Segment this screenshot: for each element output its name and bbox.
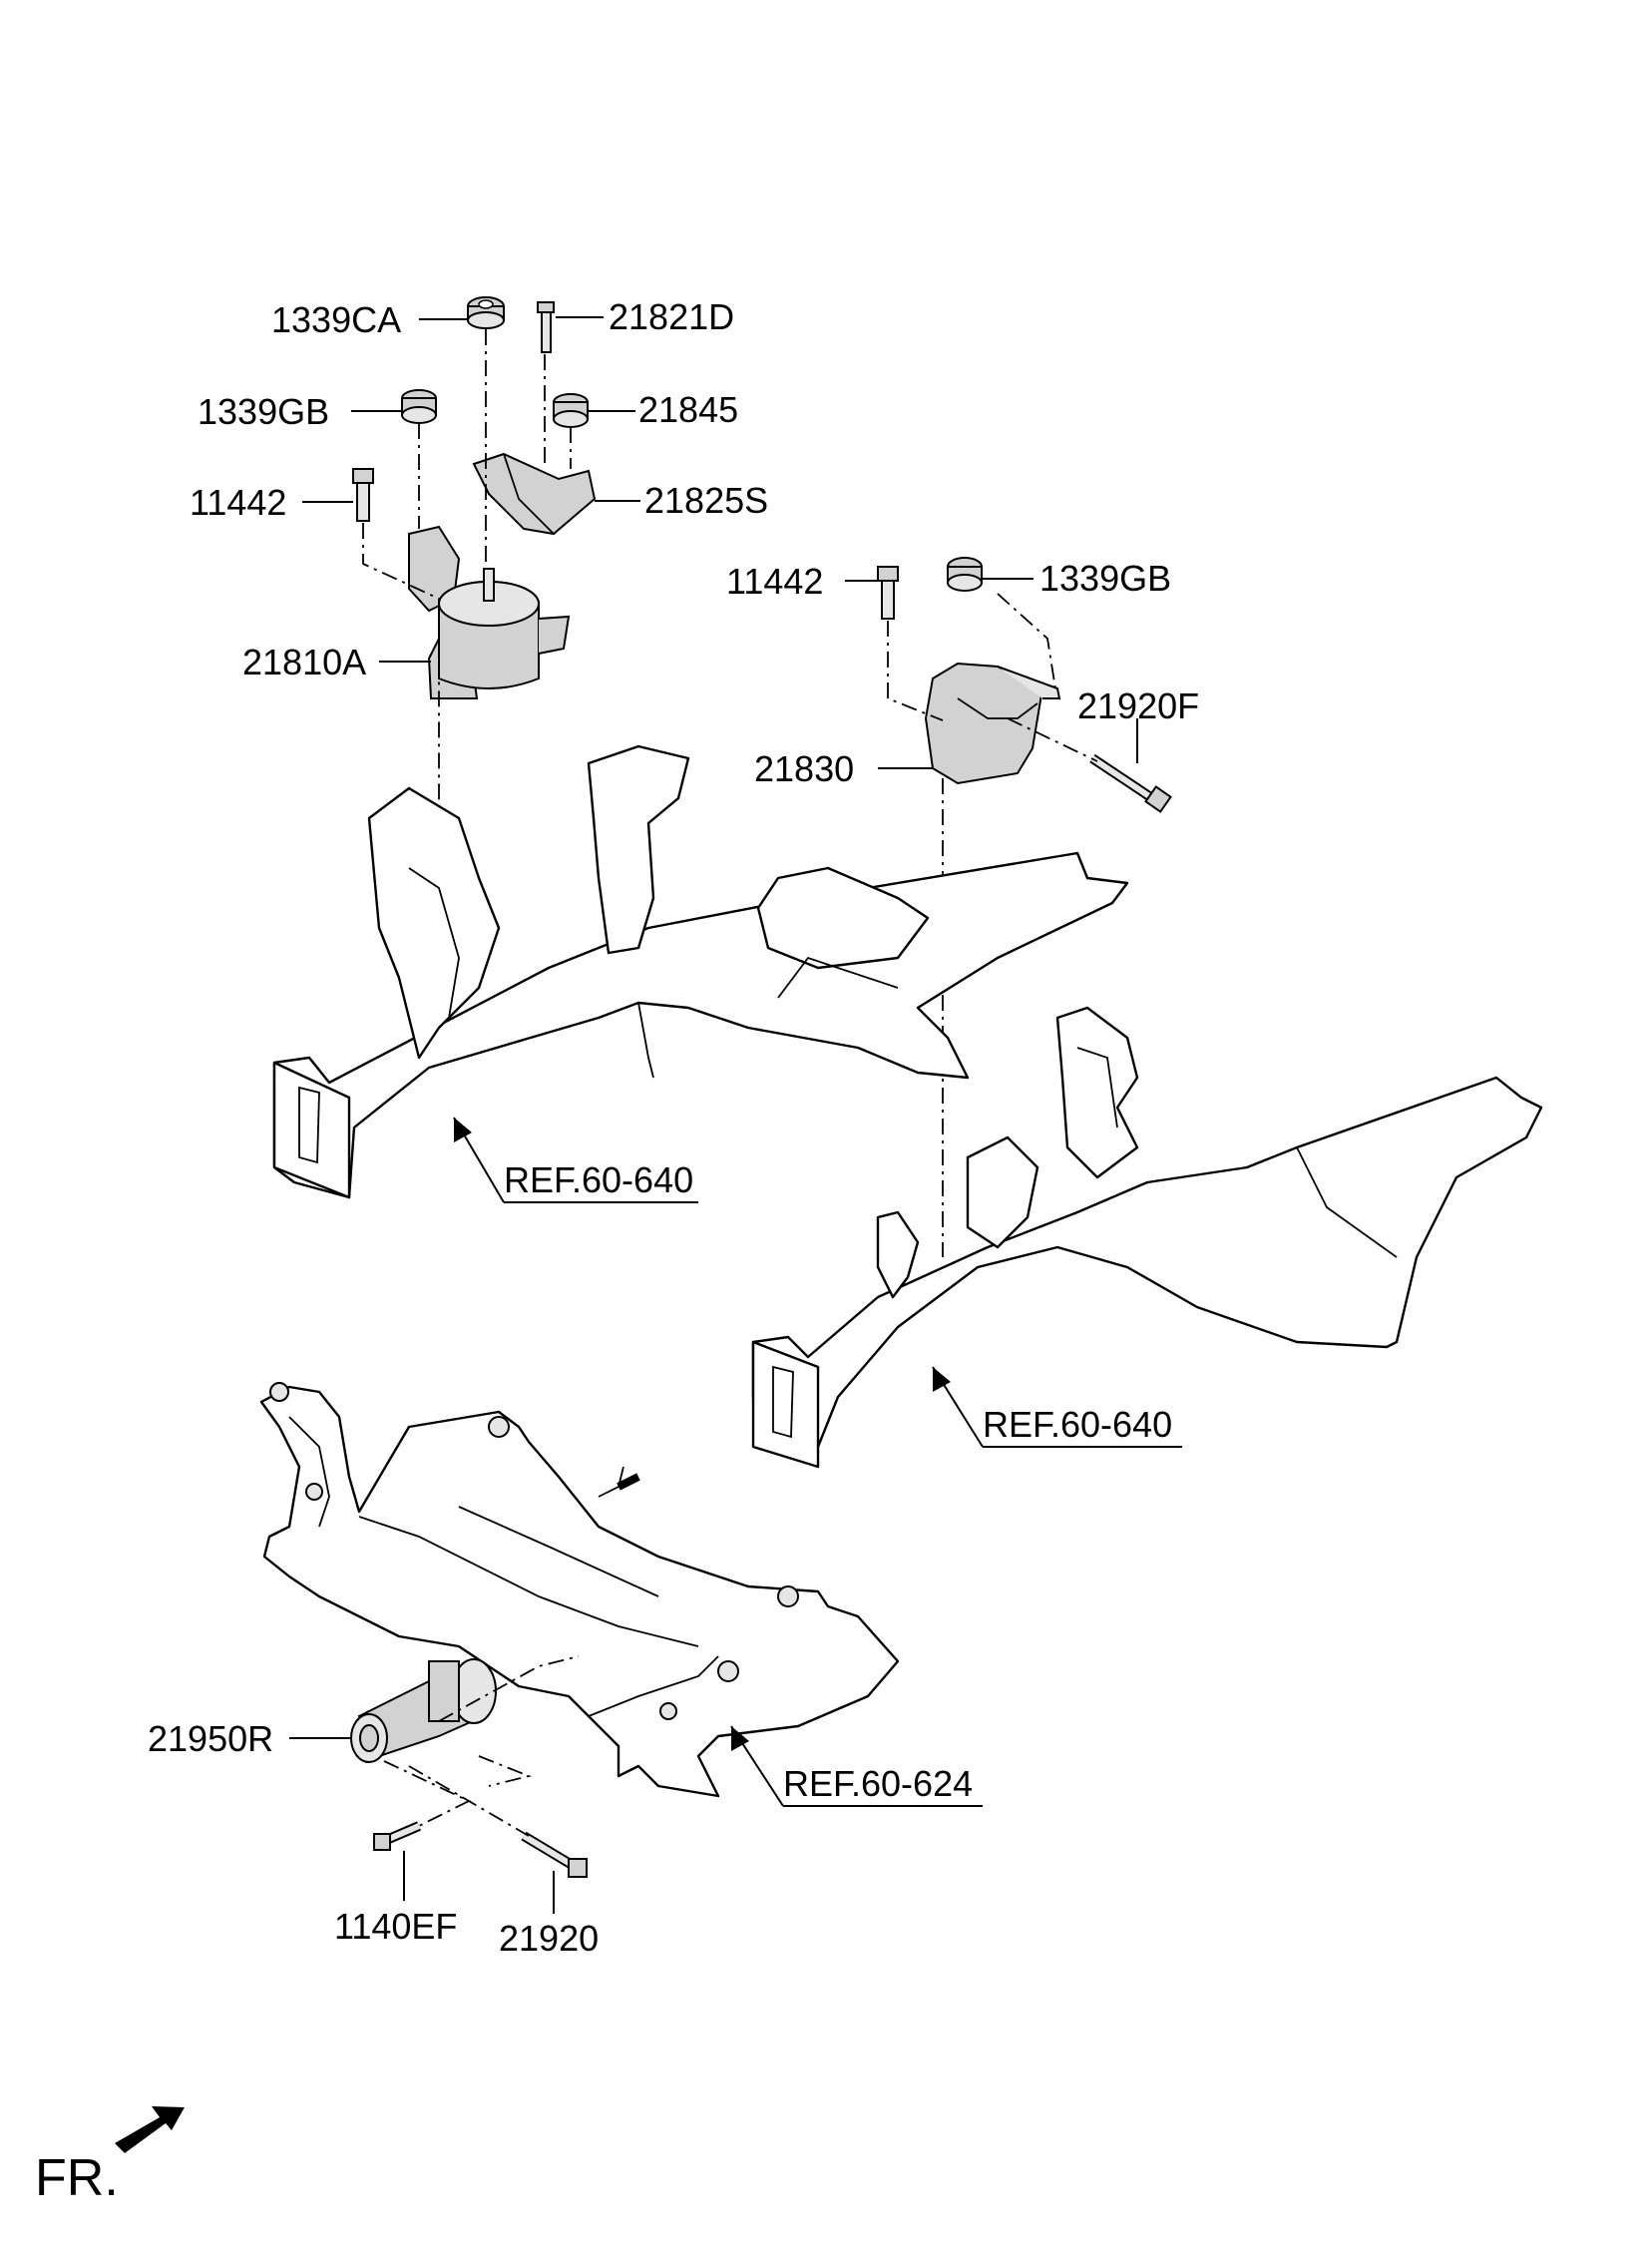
label-1140ef: 1140EF — [334, 1906, 457, 1947]
label-11442-left: 11442 — [190, 482, 286, 523]
right-side-member-frame — [751, 1006, 1543, 1469]
engine-mount-21810a-icon — [408, 525, 571, 699]
label-ref-right: REF.60-640 — [983, 1404, 1172, 1445]
label-ref-subframe: REF.60-624 — [783, 1763, 973, 1804]
ref-subframe-arrow-icon — [730, 1725, 983, 1807]
label-21810a: 21810A — [242, 642, 366, 682]
label-21950r: 21950R — [148, 1718, 273, 1759]
label-21821d: 21821D — [609, 296, 734, 337]
ref-right-arrow-icon — [932, 1366, 1182, 1448]
front-direction-arrow-icon — [115, 2106, 185, 2153]
bolt-11442-right-icon — [877, 566, 899, 620]
label-front-indicator: FR. — [35, 2149, 119, 2207]
bolt-21920f-icon — [1089, 753, 1172, 813]
bracket-21825s-icon — [472, 452, 597, 536]
left-side-member-frame — [272, 744, 1129, 1199]
nut-1339ca-icon — [467, 296, 505, 329]
bolt-21821d-icon — [537, 301, 555, 353]
label-11442-right: 11442 — [726, 561, 823, 602]
left-mount-group — [302, 296, 640, 1028]
nut-21845-icon — [553, 393, 589, 428]
label-21920f: 21920F — [1077, 685, 1199, 726]
nut-1339gb-right-icon — [947, 557, 983, 592]
label-21825s: 21825S — [644, 480, 768, 521]
label-ref-left: REF.60-640 — [504, 1159, 693, 1200]
label-1339gb-right: 1339GB — [1039, 558, 1171, 599]
bolt-21920-icon — [521, 1831, 588, 1878]
nut-1339gb-left-icon — [401, 389, 437, 424]
roll-rod-21950r-icon — [350, 1658, 497, 1763]
label-1339ca: 1339CA — [271, 299, 401, 340]
label-21830: 21830 — [754, 748, 854, 789]
label-21920: 21920 — [499, 1918, 599, 1959]
ref-left-arrow-icon — [453, 1117, 698, 1203]
label-21845: 21845 — [638, 389, 738, 430]
transmission-mount-21830-icon — [924, 662, 1061, 785]
label-1339gb-left: 1339GB — [198, 391, 329, 432]
bolt-11442-left-icon — [352, 468, 374, 522]
right-mount-group — [845, 557, 1172, 1257]
bolt-1140ef-icon — [373, 1821, 421, 1851]
front-subframe — [259, 1382, 900, 1798]
